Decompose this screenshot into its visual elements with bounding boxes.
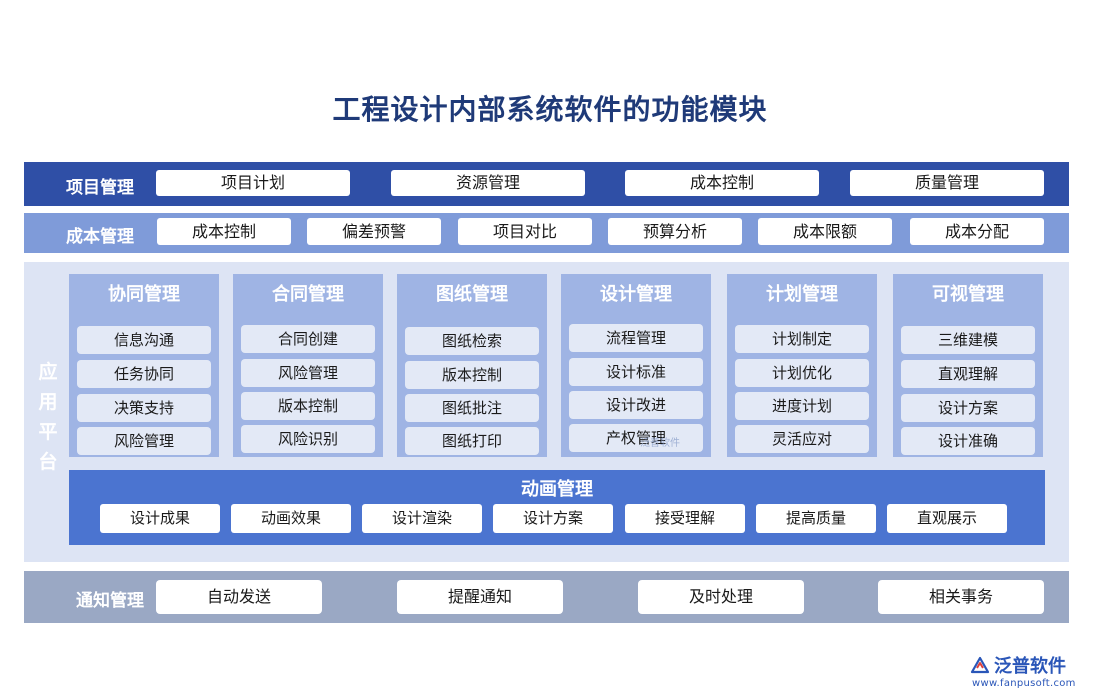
notification-management-band: 通知管理 自动发送 提醒通知 及时处理 相关事务	[24, 571, 1069, 623]
module-item: 图纸检索	[405, 327, 539, 355]
fanpu-logo-icon	[970, 656, 990, 674]
project-item: 成本控制	[625, 170, 819, 196]
cost-management-band: 成本管理 成本控制 偏差预警 项目对比 预算分析 成本限额 成本分配	[24, 213, 1069, 253]
module-item: 设计改进	[569, 391, 703, 419]
module-item: 设计方案	[901, 394, 1035, 422]
module-item: 任务协同	[77, 360, 211, 388]
module-item: 灵活应对	[735, 425, 869, 453]
cost-item: 成本分配	[910, 218, 1044, 245]
notify-item: 提醒通知	[397, 580, 563, 614]
watermark-text: 泛普软件	[640, 438, 680, 449]
cost-item: 预算分析	[608, 218, 742, 245]
module-item: 设计准确	[901, 427, 1035, 455]
project-management-band: 项目管理 项目计划 资源管理 成本控制 质量管理	[24, 162, 1069, 206]
project-item: 项目计划	[156, 170, 350, 196]
animation-item: 提高质量	[756, 504, 876, 533]
module-item: 合同创建	[241, 325, 375, 353]
module-item: 三维建模	[901, 326, 1035, 354]
notification-management-label: 通知管理	[76, 591, 144, 611]
module-title: 协同管理	[108, 284, 180, 305]
notify-item: 相关事务	[878, 580, 1044, 614]
cost-item: 偏差预警	[307, 218, 441, 245]
module-item: 版本控制	[241, 392, 375, 420]
module-item: 图纸批注	[405, 394, 539, 422]
fanpu-logo: 泛普软件 www.fanpusoft.com	[968, 652, 1093, 696]
logo-url: www.fanpusoft.com	[972, 678, 1076, 689]
diagram-title: 工程设计内部系统软件的功能模块	[332, 93, 768, 126]
module-item: 决策支持	[77, 394, 211, 422]
cost-management-label: 成本管理	[66, 227, 134, 247]
application-platform-label: 应 用 平 台	[36, 357, 60, 477]
module-item: 设计标准	[569, 358, 703, 386]
module-item: 风险管理	[241, 359, 375, 387]
notify-item: 自动发送	[156, 580, 322, 614]
application-platform-band: 应 用 平 台 协同管理 信息沟通 任务协同 决策支持 风险管理 合同管理 合同…	[24, 262, 1069, 562]
project-item: 质量管理	[850, 170, 1044, 196]
app-label-char: 台	[38, 451, 58, 473]
cost-item: 成本控制	[157, 218, 291, 245]
animation-management-panel: 动画管理 设计成果 动画效果 设计渲染 设计方案 接受理解 提高质量 直观展示	[69, 470, 1045, 545]
module-title: 计划管理	[766, 284, 838, 305]
module-title: 可视管理	[932, 284, 1004, 305]
module-drawing: 图纸管理 图纸检索 版本控制 图纸批注 图纸打印	[397, 274, 547, 457]
app-label-char: 用	[38, 391, 58, 413]
cost-item: 项目对比	[458, 218, 592, 245]
project-item: 资源管理	[391, 170, 585, 196]
module-title: 合同管理	[272, 284, 344, 305]
module-item: 风险管理	[77, 427, 211, 455]
animation-management-title: 动画管理	[521, 479, 593, 500]
module-contract: 合同管理 合同创建 风险管理 版本控制 风险识别	[233, 274, 383, 457]
module-item: 版本控制	[405, 361, 539, 389]
module-item: 直观理解	[901, 360, 1035, 388]
module-item: 产权管理	[569, 424, 703, 452]
animation-item: 设计成果	[100, 504, 220, 533]
animation-item: 接受理解	[625, 504, 745, 533]
module-item: 计划优化	[735, 359, 869, 387]
module-title: 设计管理	[600, 284, 672, 305]
animation-item: 设计方案	[493, 504, 613, 533]
project-management-label: 项目管理	[66, 178, 134, 198]
animation-item: 设计渲染	[362, 504, 482, 533]
module-item: 风险识别	[241, 425, 375, 453]
animation-item: 直观展示	[887, 504, 1007, 533]
module-item: 信息沟通	[77, 326, 211, 354]
module-plan: 计划管理 计划制定 计划优化 进度计划 灵活应对	[727, 274, 877, 457]
module-item: 图纸打印	[405, 427, 539, 455]
app-label-char: 平	[38, 421, 58, 443]
module-item: 流程管理	[569, 324, 703, 352]
animation-item: 动画效果	[231, 504, 351, 533]
cost-item: 成本限额	[758, 218, 892, 245]
app-label-char: 应	[38, 361, 58, 383]
module-design: 设计管理 流程管理 设计标准 设计改进 产权管理	[561, 274, 711, 457]
module-item: 计划制定	[735, 325, 869, 353]
module-visual: 可视管理 三维建模 直观理解 设计方案 设计准确	[893, 274, 1043, 457]
notify-item: 及时处理	[638, 580, 804, 614]
module-title: 图纸管理	[436, 284, 508, 305]
module-collaboration: 协同管理 信息沟通 任务协同 决策支持 风险管理	[69, 274, 219, 457]
module-item: 进度计划	[735, 392, 869, 420]
logo-name: 泛普软件	[994, 656, 1066, 677]
